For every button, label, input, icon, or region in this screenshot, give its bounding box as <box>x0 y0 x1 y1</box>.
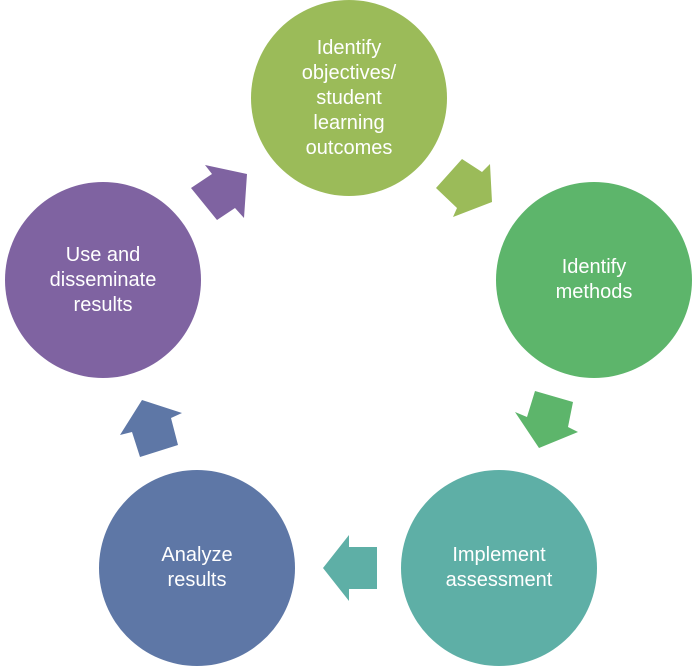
node-use-circle <box>5 182 201 378</box>
arrow-implement-to-analyze-icon <box>323 535 377 601</box>
arrow-methods-to-implement-icon <box>515 391 578 448</box>
node-methods-label: Identify methods <box>555 256 633 303</box>
node-implement-circle <box>401 470 597 666</box>
node-objectives-circle <box>251 0 447 196</box>
node-implement-label: Implement assessment <box>445 544 553 591</box>
node-analyze-circle <box>99 470 295 666</box>
arrow-analyze-to-use-icon <box>120 400 182 457</box>
node-analyze-label: Analyze results <box>161 544 233 591</box>
arrow-objectives-to-methods-icon <box>436 159 492 217</box>
arrow-use-to-objectives-icon <box>191 165 247 220</box>
node-use-label: Use and disseminate results <box>49 243 157 316</box>
node-objectives-label: Identify objectives/ student learning ou… <box>301 36 397 159</box>
node-methods-circle <box>496 182 692 378</box>
